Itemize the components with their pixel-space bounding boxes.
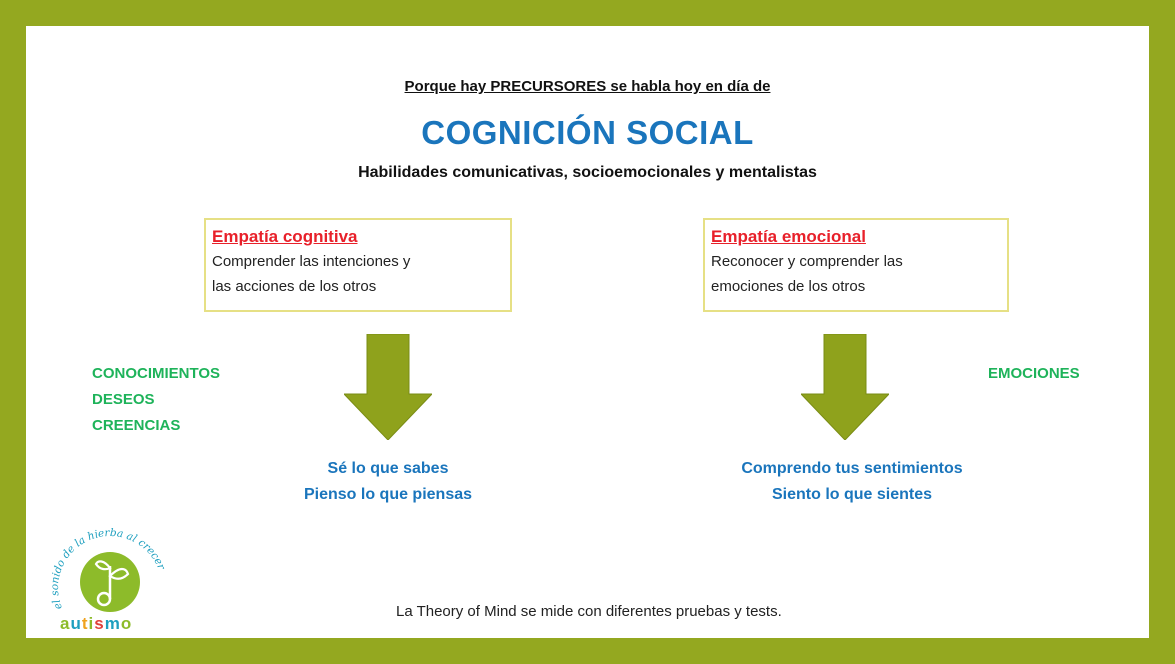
- concept-word: DESEOS: [92, 391, 155, 408]
- result-line: Comprendo tus sentimientos: [741, 460, 963, 477]
- logo-letter: t: [81, 614, 89, 633]
- logo-letter: a: [60, 614, 71, 633]
- result-line: Siento lo que sientes: [771, 486, 933, 503]
- box-desc-line: las acciones de los otros: [212, 278, 377, 295]
- logo-graphic: el sonido de la hierba al crecer: [49, 527, 168, 612]
- box-empatia-cognitiva: Empatía cognitiva Comprender las intenci…: [204, 218, 512, 312]
- logo-letter: o: [120, 614, 133, 633]
- slide: Porque hay PRECURSORES se habla hoy en d…: [26, 26, 1149, 638]
- logo-letter: u: [70, 614, 82, 633]
- box-title: Empatía cognitiva: [212, 227, 358, 246]
- box-desc-line: Reconocer y comprender las: [711, 253, 903, 270]
- logo-word: autismo: [60, 614, 132, 634]
- result-line: Pienso lo que piensas: [303, 486, 473, 503]
- logo-letter: s: [94, 614, 105, 633]
- right-concepts: EMOCIONES: [988, 361, 1080, 387]
- concept-word: CREENCIAS: [92, 417, 181, 434]
- box-desc-line: emociones de los otros: [711, 278, 866, 295]
- box-desc-line: Comprender las intenciones y: [212, 253, 411, 270]
- logo-letter: m: [104, 614, 121, 633]
- autismo-logo: el sonido de la hierba al crecer autismo: [34, 496, 174, 636]
- footer-note: La Theory of Mind se mide con diferentes…: [396, 603, 782, 620]
- down-arrow-icon: [801, 334, 889, 440]
- left-concepts: CONOCIMIENTOS DESEOS CREENCIAS: [92, 361, 220, 439]
- intro-text: Porque hay PRECURSORES se habla hoy en d…: [404, 78, 771, 95]
- right-result: Comprendo tus sentimientos Siento lo que…: [702, 456, 1002, 508]
- left-result: Sé lo que sabes Pienso lo que piensas: [268, 456, 508, 508]
- slide-subtitle: Habilidades comunicativas, socioemociona…: [358, 164, 817, 181]
- down-arrow-icon: [344, 334, 432, 440]
- box-title: Empatía emocional: [711, 227, 866, 246]
- logo-letter: i: [88, 614, 95, 633]
- concept-word: EMOCIONES: [988, 365, 1080, 382]
- box-empatia-emocional: Empatía emocional Reconocer y comprender…: [703, 218, 1009, 312]
- concept-word: CONOCIMIENTOS: [92, 365, 221, 382]
- slide-title: COGNICIÓN SOCIAL: [421, 114, 754, 151]
- result-line: Sé lo que sabes: [327, 460, 449, 477]
